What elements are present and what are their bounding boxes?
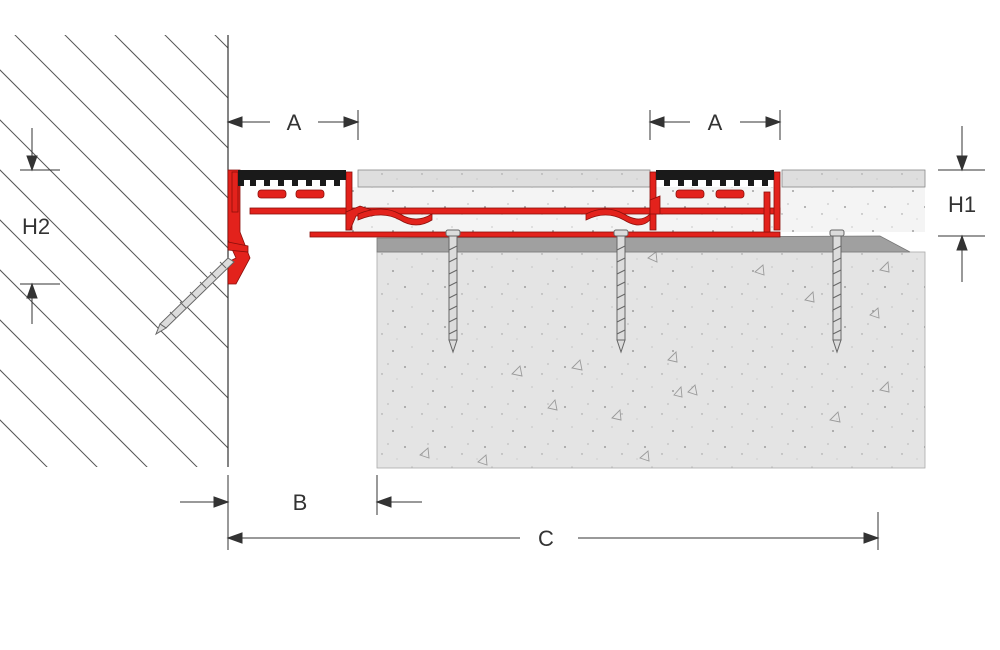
floor-finish-left-grain <box>358 170 650 187</box>
label-h2: H2 <box>22 214 50 239</box>
label-b: B <box>293 490 308 515</box>
label-a-left: A <box>287 110 302 135</box>
concrete-grain <box>377 252 925 468</box>
screw-anchor-wall <box>154 257 235 336</box>
screw-anchor-3 <box>829 229 845 354</box>
bedding-layer <box>376 235 911 253</box>
dimension-lines <box>20 110 985 550</box>
red-profile <box>227 169 781 285</box>
concrete-aggregate <box>419 251 890 466</box>
floor-finish-right-grain <box>782 170 925 187</box>
rubber-insert-right <box>656 170 774 186</box>
label-c: C <box>538 526 554 551</box>
label-a-right: A <box>708 110 723 135</box>
wall-hatching <box>0 35 228 467</box>
label-h1: H1 <box>948 192 976 217</box>
rubber-insert-left <box>238 170 346 186</box>
screw-anchor-1 <box>445 229 461 354</box>
screw-anchor-2 <box>613 229 629 354</box>
